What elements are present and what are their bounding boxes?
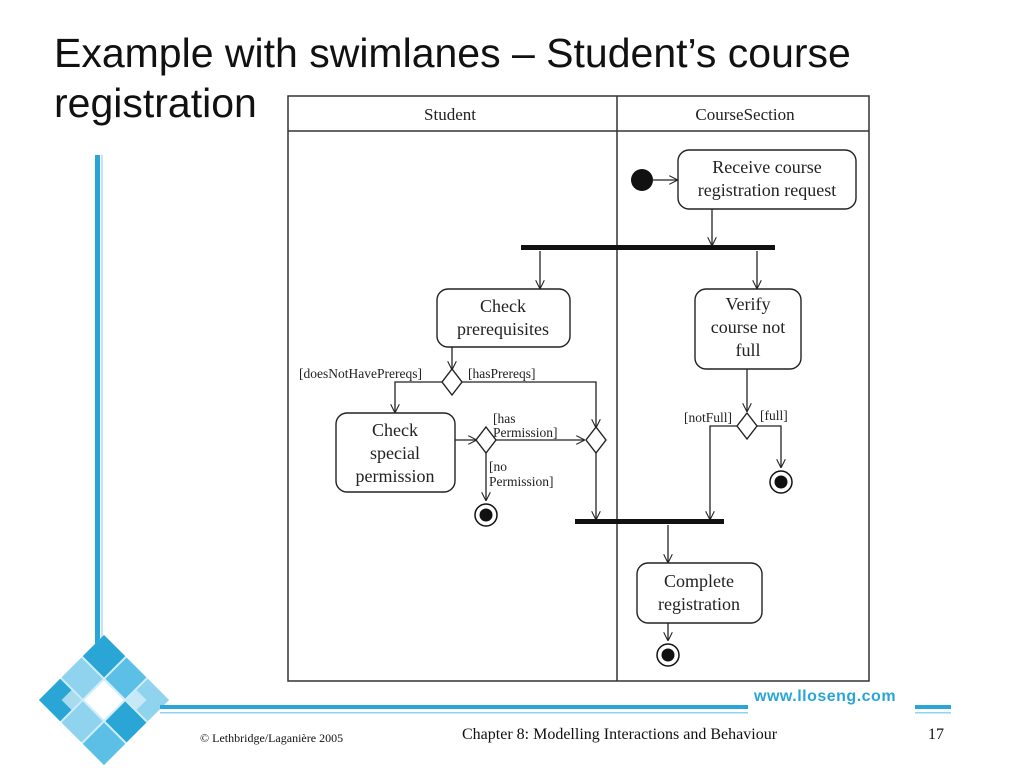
guard-no-permission-line-1: [no xyxy=(489,459,507,474)
title-line-2: registration xyxy=(54,80,257,126)
activity-receive-request-line-1: Receive course xyxy=(712,157,821,177)
lane-header-student: Student xyxy=(424,105,476,124)
decision-permission xyxy=(475,425,497,455)
final-node-full xyxy=(769,470,793,494)
title-line-1: Example with swimlanes – Student’s cours… xyxy=(54,30,851,76)
bottom-accent-rule xyxy=(160,705,748,709)
activity-check-permission: Check special permission xyxy=(335,412,456,493)
activity-check-prereqs-line-2: prerequisites xyxy=(457,319,549,339)
guard-has-permission-line-1: [has xyxy=(493,411,516,426)
left-accent-bar-shadow xyxy=(101,155,103,680)
flow-full-to-final xyxy=(757,425,781,467)
join-bar xyxy=(575,519,724,524)
decision-diamonds xyxy=(441,367,758,455)
footer-copyright: © Lethbridge/Laganière 2005 xyxy=(200,731,344,745)
activity-verify-line-2: course not xyxy=(711,317,785,337)
activity-check-prereqs-line-1: Check xyxy=(480,296,526,316)
activity-check-permission-line-2: special xyxy=(370,443,420,463)
activity-check-permission-line-3: permission xyxy=(356,466,435,486)
final-node-no-permission xyxy=(474,503,498,527)
page-number: 17 xyxy=(928,726,944,743)
slide-title: Example with swimlanes – Student’s cours… xyxy=(54,28,984,128)
activity-receive-request-line-2: registration request xyxy=(698,180,836,200)
activity-verify-line-1: Verify xyxy=(726,294,771,314)
activity-check-prereqs: Check prerequisites xyxy=(436,288,571,348)
activity-verify-line-3: full xyxy=(736,340,761,360)
flow-has-prereqs-to-merge xyxy=(462,381,596,427)
guard-has-prereqs: [hasPrereqs] xyxy=(468,366,535,381)
guard-not-full: [notFull] xyxy=(684,410,732,425)
bottom-accent-rule-right-thin xyxy=(915,712,951,714)
lane-header-coursesection: CourseSection xyxy=(695,105,795,124)
left-accent-bar xyxy=(95,155,100,680)
guard-does-not-have-prereqs: [doesNotHavePrereqs] xyxy=(299,366,422,381)
footer-chapter: Chapter 8: Modelling Interactions and Be… xyxy=(462,726,778,743)
flow-not-full-to-join xyxy=(710,425,737,519)
initial-node xyxy=(631,169,653,191)
activity-receive-request: Receive course registration request xyxy=(677,149,857,210)
merge-diamond xyxy=(585,425,607,455)
activity-complete-registration: Complete registration xyxy=(636,562,763,624)
bottom-accent-rule-thin xyxy=(160,712,748,714)
decision-prereqs xyxy=(441,367,463,397)
website-url: www.lloseng.com xyxy=(754,688,897,705)
decision-full xyxy=(736,411,758,441)
guard-has-permission-line-2: Permission] xyxy=(493,425,558,440)
guard-no-permission-line-2: Permission] xyxy=(489,474,554,489)
final-node-complete xyxy=(656,643,680,667)
activity-complete-line-2: registration xyxy=(658,594,740,614)
fork-bar xyxy=(521,245,775,250)
control-flows xyxy=(395,180,781,640)
flow-no-prereqs-to-permission xyxy=(395,381,442,412)
guard-full: [full] xyxy=(760,408,788,423)
activity-complete-line-1: Complete xyxy=(664,571,734,591)
bottom-accent-rule-right xyxy=(915,705,951,709)
activity-check-permission-line-1: Check xyxy=(372,420,418,440)
activity-verify-not-full: Verify course not full xyxy=(694,288,802,370)
